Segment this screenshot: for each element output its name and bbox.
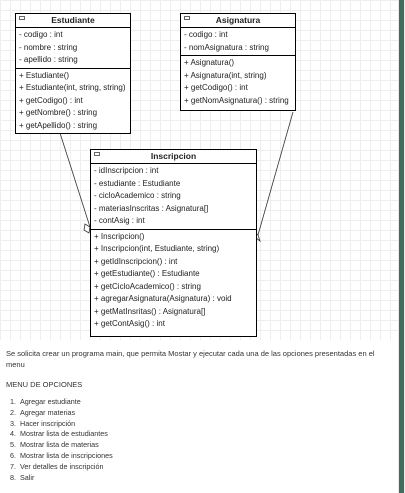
class-name: Inscripcion (150, 151, 197, 161)
attributes-section: - codigo : int - nombre : string - apell… (16, 28, 130, 68)
attribute: - codigo : int (19, 30, 63, 39)
attribute: - nombre : string (19, 42, 78, 52)
instructions-paragraph: Se solicita crear un programa main, que … (6, 349, 375, 369)
method: + Asignatura(int, string) (184, 70, 267, 80)
attribute: - apellido : string (19, 55, 78, 64)
list-item: Ver detalles de inscripción (18, 462, 113, 473)
class-icon (19, 16, 25, 20)
method: + Estudiante(int, string, string) (19, 83, 126, 92)
methods-section: + Estudiante() + Estudiante(int, string,… (16, 67, 130, 134)
attribute: - contAsig : int (94, 216, 145, 225)
list-item: Mostrar lista de estudiantes (18, 429, 113, 440)
methods-section: + Inscripcion() + Inscripcion(int, Estud… (91, 228, 256, 332)
list-item: Mostrar lista de inscripciones (18, 451, 113, 462)
attribute: - estudiante : Estudiante (94, 178, 181, 188)
attribute: - nomAsignatura : string (184, 42, 269, 52)
class-header: Inscripcion (91, 150, 256, 164)
list-item: Agregar materias (18, 408, 113, 419)
attribute: - cicloAcademico : string (94, 191, 181, 200)
class-name: Asignatura (215, 15, 261, 25)
method: + agregarAsignatura(Asignatura) : void (94, 294, 232, 303)
attribute: - codigo : int (184, 30, 228, 39)
scrollbar-thumb[interactable] (399, 0, 404, 493)
method: + getIdInscripcion() : int (94, 256, 178, 266)
list-item: Hacer inscripción (18, 419, 113, 430)
method: + getApellido() : string (19, 120, 98, 130)
class-name: Estudiante (51, 15, 95, 25)
class-icon (94, 152, 100, 156)
methods-section: + Asignatura() + Asignatura(int, string)… (181, 55, 295, 108)
method: + Asignatura() (184, 58, 235, 67)
class-header: Estudiante (16, 14, 130, 28)
method: + Estudiante() (19, 70, 70, 80)
method: + getMatInsritas() : Asignatura[] (94, 306, 206, 316)
method: + getContAsig() : int (94, 319, 165, 328)
class-icon (184, 16, 190, 20)
class-estudiante[interactable]: Estudiante - codigo : int - nombre : str… (15, 13, 131, 134)
class-header: Asignatura (181, 14, 295, 28)
method: + Inscripcion(int, Estudiante, string) (94, 244, 220, 253)
list-item: Mostrar lista de materias (18, 440, 113, 451)
method: + getCodigo() : int (184, 83, 248, 92)
method: + getEstudiante() : Estudiante (94, 269, 200, 278)
method: + getCodigo() : int (19, 95, 83, 105)
method: + getNombre() : string (19, 108, 98, 117)
list-item: Salir (18, 473, 113, 484)
attribute: - materiasInscritas : Asignatura[] (94, 203, 209, 213)
menu-title: MENU DE OPCIONES (6, 380, 83, 389)
options-list: Agregar estudiante Agregar materias Hace… (6, 397, 113, 483)
method: + getNomAsignatura() : string (184, 95, 289, 105)
attributes-section: - idInscripcion : int - estudiante : Est… (91, 164, 256, 229)
method: + Inscripcion() (94, 231, 145, 241)
class-inscripcion[interactable]: Inscripcion - idInscripcion : int - estu… (90, 149, 257, 337)
list-item: Agregar estudiante (18, 397, 113, 408)
method: + getCicloAcademico() : string (94, 281, 201, 291)
class-asignatura[interactable]: Asignatura - codigo : int - nomAsignatur… (180, 13, 296, 111)
attributes-section: - codigo : int - nomAsignatura : string (181, 28, 295, 55)
scrollbar[interactable] (398, 0, 405, 493)
attribute: - idInscripcion : int (94, 166, 159, 175)
